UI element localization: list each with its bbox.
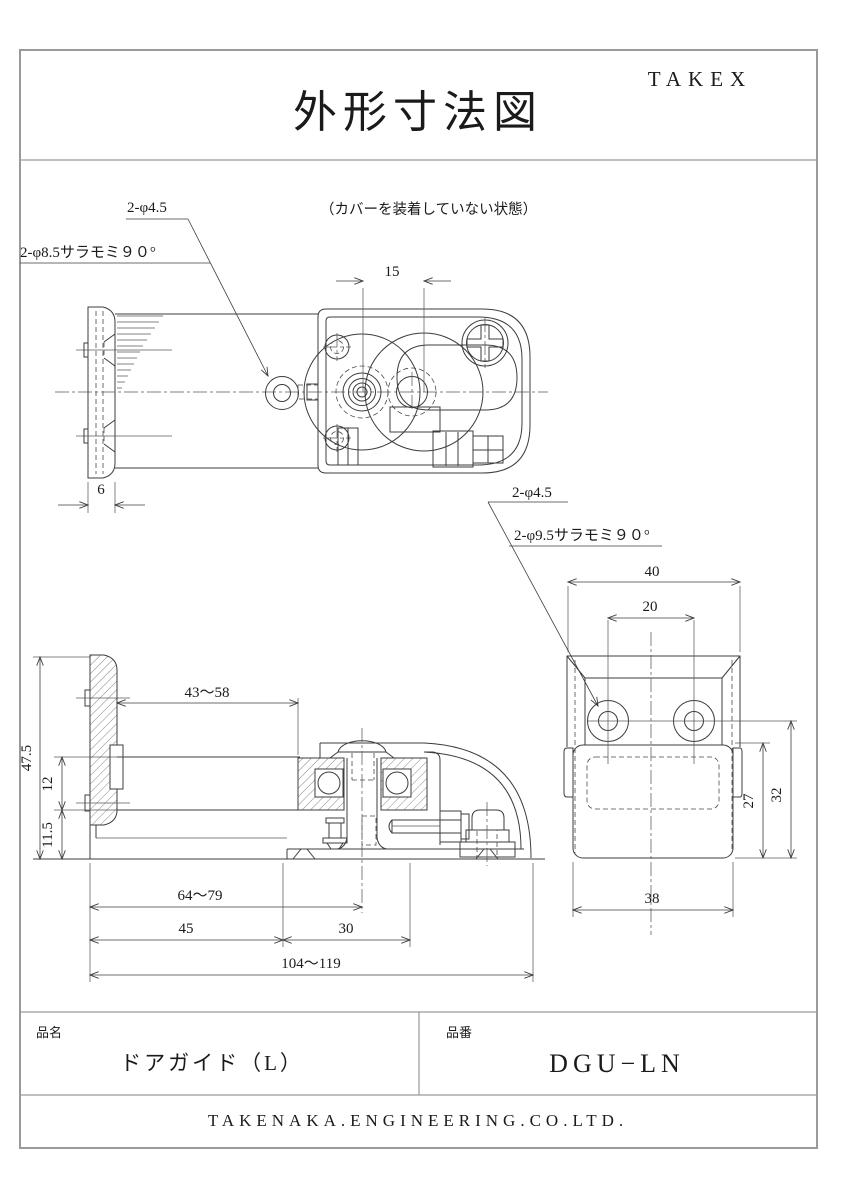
housing-outer-arc (423, 742, 532, 859)
svg-text:104～119: 104～119 (281, 956, 340, 972)
dim-height-27: 27 (735, 743, 770, 858)
page-border (19, 49, 818, 1149)
dim-left-45: 45 (90, 863, 283, 947)
product-number-label: 品番 (446, 1025, 472, 1040)
svg-text:64～79: 64～79 (177, 888, 222, 904)
dim-width-40: 40 (568, 564, 740, 652)
dim-height-32: 32 (735, 721, 797, 858)
sheet-frame: TAKEX 外形寸法図 (19, 49, 818, 1149)
adjuster-rivet (322, 817, 348, 850)
body-mount-screw-top (323, 333, 351, 361)
end-body (566, 655, 741, 747)
roller-outline-left (303, 333, 421, 451)
housing-inner-arc (423, 751, 522, 850)
callout-countersink-top: 2-φ8.5サラモミ９０° (20, 245, 156, 261)
arm-pivot-hole (265, 376, 299, 410)
dim-plate-thickness: 6 (58, 482, 145, 513)
callout-countersink-end: 2-φ9.5サラモミ９０° (514, 528, 650, 544)
dim-right-30: 30 (283, 863, 410, 947)
callout-hole-top: 2-φ4.5 (127, 200, 167, 216)
callout-hole-end: 2-φ4.5 (512, 485, 552, 501)
side-wall-plate (76, 654, 130, 826)
body-mount-screw-bottom (323, 424, 351, 452)
page-title: 外形寸法図 (293, 88, 543, 137)
product-number-value: DGU−LN (549, 1049, 685, 1078)
upper-callouts: 2-φ4.5 2-φ8.5サラモミ９０° (20, 200, 268, 376)
brand-logo: TAKEX (648, 67, 752, 91)
dim-height-total: 47.5 (19, 657, 90, 859)
svg-text:43～58: 43～58 (184, 685, 229, 701)
cable-gland (432, 430, 504, 468)
end-callouts: 2-φ4.5 2-φ9.5サラモミ９０° (487, 485, 662, 706)
svg-text:15: 15 (385, 264, 400, 280)
company-name: TAKENAKA.ENGINEERING.CO.LTD. (208, 1111, 628, 1130)
svg-text:20: 20 (643, 599, 658, 615)
cover-note: （カバーを装着していない状態） (320, 201, 537, 218)
svg-text:45: 45 (179, 921, 194, 937)
dim-base-height: 11.5 (40, 810, 62, 859)
sensor-post (459, 802, 516, 866)
upper-view: （カバーを装着していない状態） (20, 200, 548, 513)
dim-arm-range: 43～58 (117, 685, 298, 755)
upper-body (297, 308, 531, 474)
clamp-screw (388, 810, 470, 843)
lower-right-view: 40 20 27 32 38 2-φ4.5 2-φ9.5サラモミ９０° (487, 485, 797, 935)
end-bracket (563, 744, 743, 859)
guide-unit-section (33, 740, 545, 866)
svg-text:12: 12 (40, 777, 56, 792)
dim-hole-pitch-20: 20 (608, 599, 694, 618)
svg-text:11.5: 11.5 (40, 822, 56, 848)
svg-text:30: 30 (339, 921, 354, 937)
svg-text:27: 27 (741, 793, 757, 809)
svg-text:38: 38 (645, 891, 660, 907)
svg-text:6: 6 (97, 482, 105, 498)
wall-break-lines (117, 315, 163, 389)
dim-base-width-38: 38 (573, 862, 733, 917)
svg-text:32: 32 (769, 788, 785, 803)
upper-wall-plate (76, 306, 172, 479)
bearing-ball-right (385, 771, 409, 795)
title-block: 品名 ドアガイド（L） 品番 DGU−LN TAKENAKA.ENGINEERI… (20, 1011, 817, 1130)
dim-top-pitch: 15 (336, 264, 451, 392)
product-name-label: 品名 (36, 1025, 62, 1040)
svg-text:47.5: 47.5 (19, 745, 35, 771)
lower-left-view: 43～58 47.5 12 11.5 64～79 45 (19, 654, 545, 982)
product-name-value: ドアガイド（L） (120, 1051, 304, 1075)
svg-text:40: 40 (645, 564, 660, 580)
bearing-ball-left (317, 771, 341, 795)
dim-total-range: 104～119 (90, 863, 533, 982)
cover-screw (461, 318, 509, 368)
dim-reach-range: 64～79 (90, 863, 362, 982)
